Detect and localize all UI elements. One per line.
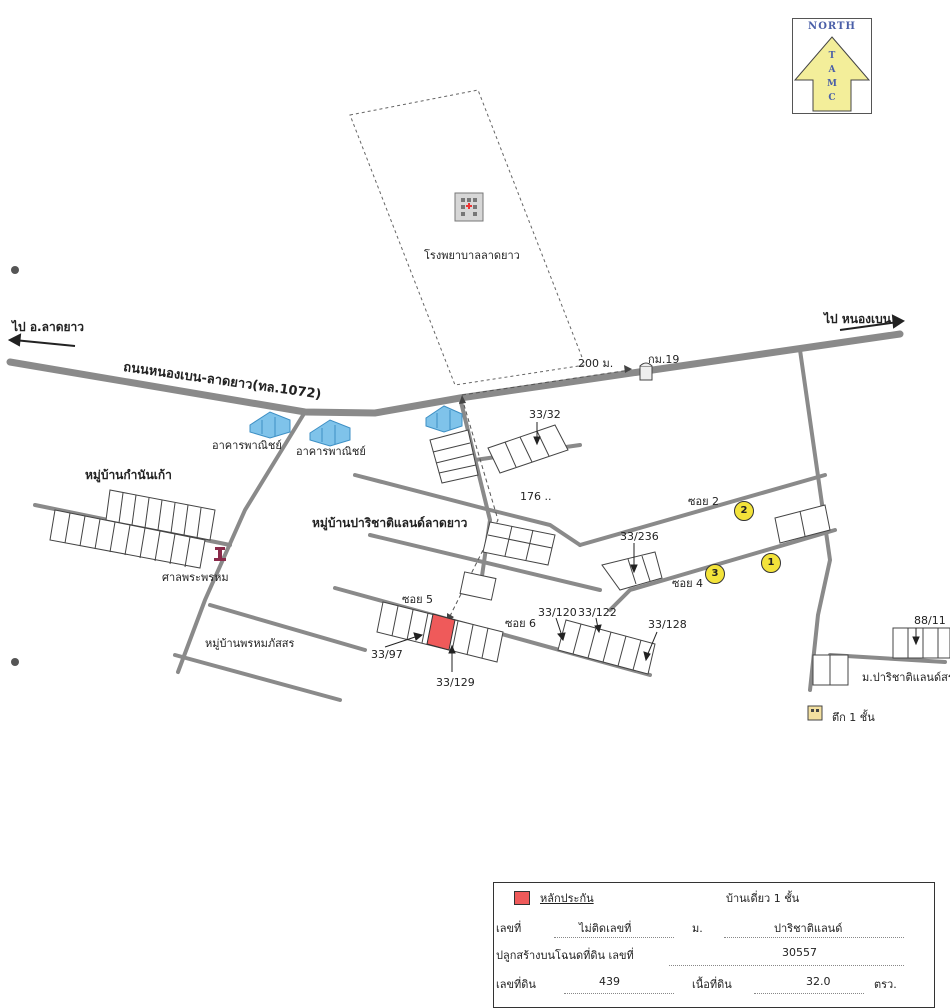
houses-33-32 xyxy=(487,424,569,474)
soi-2-label: ซอย 2 xyxy=(688,495,720,508)
village-prom-label: หมู่บ้านพรหมภัสสร xyxy=(205,637,295,650)
soi-6-label: ซอย 6 xyxy=(505,617,537,630)
houses-left-of-center xyxy=(429,429,479,484)
commercial-building-icon-1 xyxy=(249,411,291,439)
road-east xyxy=(798,348,833,692)
no-value: ไม่ติดเลขที่ xyxy=(579,922,632,935)
marker-3: 3 xyxy=(705,564,725,584)
shrine-label: ศาลพระพรหม xyxy=(162,571,229,584)
land-no-value: 439 xyxy=(599,975,620,988)
houses-small-center xyxy=(459,571,497,601)
west-arrow-head xyxy=(7,333,22,347)
houses-east xyxy=(812,654,849,686)
village-kamnan-label: หมู่บ้านกำนันเก้า xyxy=(85,468,172,482)
village-pracha-label: หมู่บ้านปาริชาติแลนด์ลาดยาว xyxy=(312,516,468,530)
road-west-south xyxy=(176,410,307,674)
plot-33-128: 33/128 xyxy=(648,618,687,631)
commercial-building-icon-2 xyxy=(309,419,351,447)
collateral-swatch xyxy=(514,891,530,905)
deed-label: ปลูกสร้างบนโฉนดที่ดิน เลขที่ xyxy=(496,949,634,962)
route-200m xyxy=(461,369,631,396)
to-east-label: ไป หนองเบน xyxy=(824,312,891,326)
road-east-right xyxy=(828,653,947,664)
houses-soi6 xyxy=(557,619,656,675)
to-west-label: ไป อ.ลาดยาว xyxy=(12,320,84,334)
houses-33-236 xyxy=(601,551,663,591)
road-prom-1 xyxy=(208,603,367,652)
moo-label: ม. xyxy=(692,922,703,935)
km-marker-label: กม.19 xyxy=(648,353,680,366)
marker-1: 1 xyxy=(761,553,781,573)
area-unit: ตรว. xyxy=(874,978,897,991)
land-no-label: เลขที่ดิน xyxy=(496,978,536,991)
houses-pracha xyxy=(482,521,556,566)
compass-title: NORTH xyxy=(808,21,856,32)
main-road xyxy=(6,330,904,417)
hospital-label: โรงพยาบาลลาดยาว xyxy=(424,249,520,262)
commercial-label-2: อาคารพาณิชย์ xyxy=(296,445,366,458)
plot-88-11: 88/11 xyxy=(914,614,946,627)
soi-5-label: ซอย 5 xyxy=(402,593,434,606)
road-pracha xyxy=(353,473,582,547)
road-pracha-2 xyxy=(368,533,602,592)
houses-kamnan-top xyxy=(105,489,216,541)
marker-2: 2 xyxy=(734,501,754,521)
plot-33-236: 33/236 xyxy=(620,530,659,543)
plot-33-97: 33/97 xyxy=(371,648,403,661)
houses-soi2-right xyxy=(774,504,831,544)
hospital-boundary xyxy=(349,89,586,386)
road-soi2 xyxy=(578,473,827,547)
plot-33-120: 33/120 xyxy=(538,606,577,619)
commercial-label-1: อาคารพาณิชย์ xyxy=(212,439,282,452)
west-arrow-line xyxy=(13,339,76,347)
collateral-label: หลักประกัน xyxy=(540,892,594,905)
houses-88-11 xyxy=(892,627,950,659)
deed-value: 30557 xyxy=(782,946,817,959)
collateral-plot xyxy=(426,613,456,651)
houses-kamnan-bottom xyxy=(49,509,206,569)
road-soi4 xyxy=(608,528,837,612)
plot-33-129: 33/129 xyxy=(436,676,475,689)
road-prom-2 xyxy=(173,653,342,702)
area-label: เนื้อที่ดิน xyxy=(692,978,732,991)
pracha-land-short-label: ม.ปาริชาติแลนด์สระ xyxy=(862,671,950,684)
house-type: บ้านเดี่ยว 1 ชั้น xyxy=(726,892,800,905)
commercial-building-icon-3 xyxy=(425,405,463,433)
route-176 xyxy=(447,397,499,621)
plot-33-32: 33/32 xyxy=(529,408,561,421)
east-arrow-line xyxy=(839,321,899,331)
building-1-label: ตึก 1 ชั้น xyxy=(832,711,875,724)
dist-176-label: 176 .. xyxy=(520,490,552,503)
route-arrow-north xyxy=(459,395,466,404)
building-1-icon xyxy=(807,705,823,721)
plot-33-122: 33/122 xyxy=(578,606,617,619)
east-arrow-head xyxy=(891,314,905,329)
property-legend: หลักประกัน บ้านเดี่ยว 1 ชั้น เลขที่ ไม่ต… xyxy=(493,882,935,1008)
soi-4-label: ซอย 4 xyxy=(672,577,704,590)
dist-200-label: 200 ม. xyxy=(578,357,614,370)
no-label: เลขที่ xyxy=(496,922,522,935)
km-marker-icon xyxy=(639,362,653,381)
area-value: 32.0 xyxy=(806,975,831,988)
shrine-icon xyxy=(214,547,226,561)
route-arrow-east xyxy=(624,365,632,373)
hospital-icon xyxy=(454,192,484,222)
moo-value: ปาริชาติแลนด์ xyxy=(774,922,843,935)
compass-arrow-icon xyxy=(793,36,871,112)
